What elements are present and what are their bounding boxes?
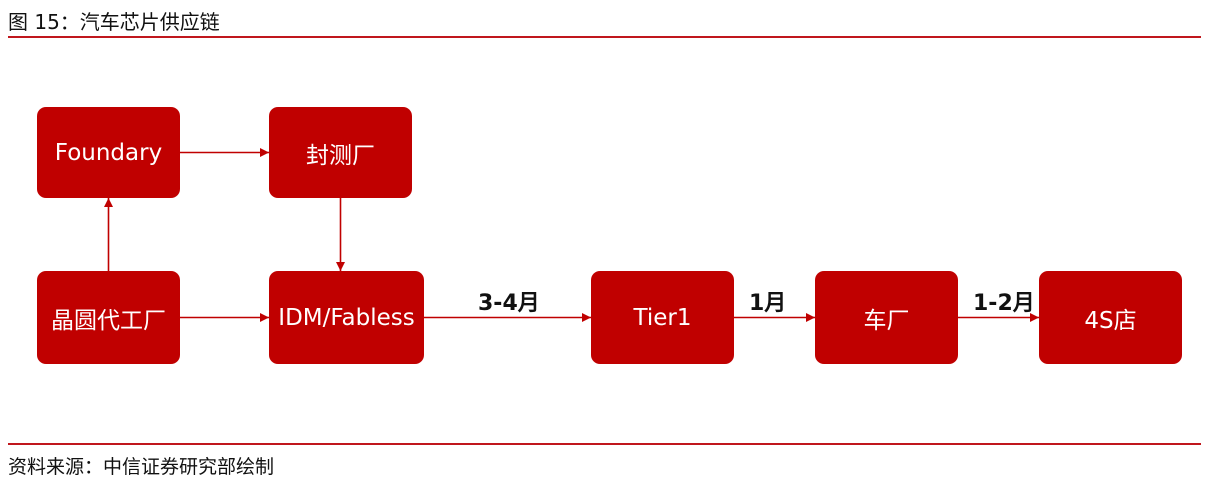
node-idm-fabless: IDM/Fabless (269, 271, 424, 364)
figure-title: 图 15：汽车芯片供应链 (8, 10, 220, 34)
node-foundry: Foundary (37, 107, 180, 198)
node-automaker: 车厂 (815, 271, 958, 364)
edge-label-automaker-to-dealer: 1-2月 (973, 291, 1035, 316)
node-tier1: Tier1 (591, 271, 734, 364)
edge-label-tier1-to-automaker: 1月 (749, 291, 787, 316)
node-packaging-test: 封测厂 (269, 107, 412, 198)
title-rule (8, 36, 1201, 38)
node-wafer-foundry: 晶圆代工厂 (37, 271, 180, 364)
source-rule (8, 443, 1201, 445)
edge-label-idm-to-tier1: 3-4月 (478, 291, 540, 316)
node-dealer-4s: 4S店 (1039, 271, 1182, 364)
source-note: 资料来源：中信证券研究部绘制 (8, 456, 275, 478)
